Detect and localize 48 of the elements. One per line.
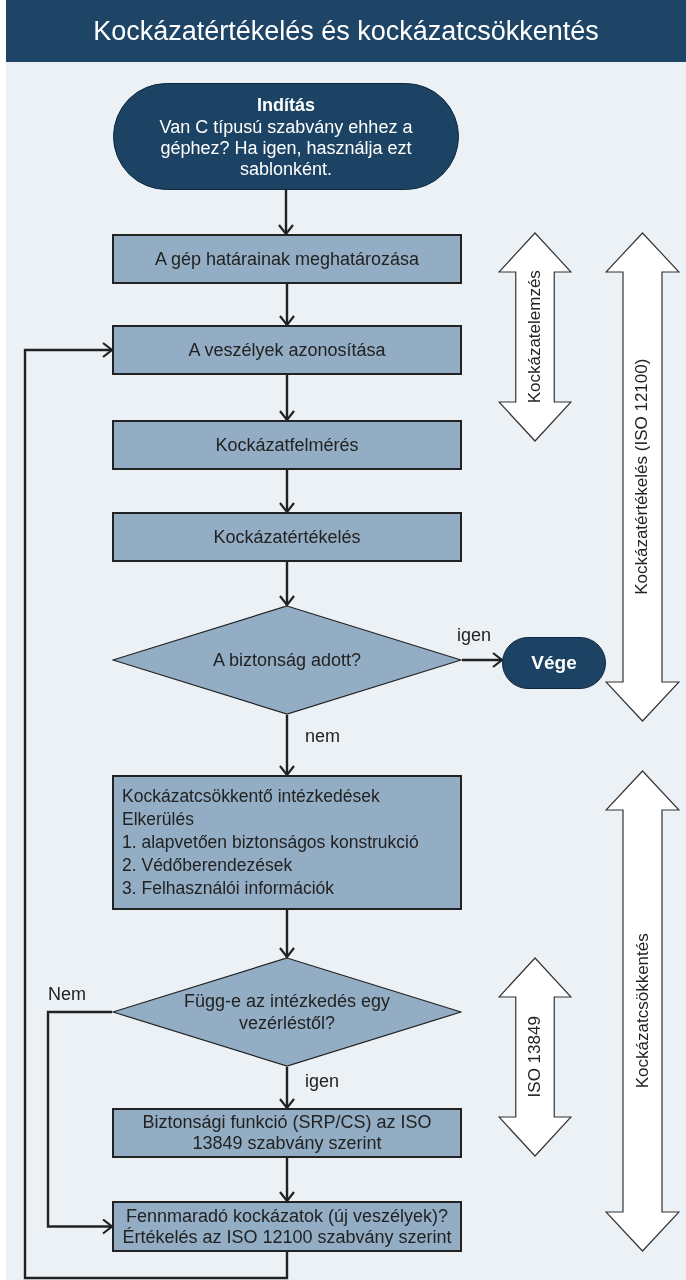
box-text: 3. Felhasználói információk <box>122 877 335 900</box>
box-text: Fennmaradó kockázatok (új veszélyek)? <box>125 1205 449 1227</box>
process-box <box>112 775 462 910</box>
arrow <box>277 190 295 236</box>
end-terminal <box>502 637 606 689</box>
process-box <box>112 420 462 470</box>
box-text: Értékelés az ISO 12100 szabvány szerint <box>122 1226 452 1248</box>
box-text: Biztonsági funkció (SRP/CS) az ISO 13849 szabvány szerint <box>141 1112 433 1154</box>
double-arrow-band <box>605 232 680 722</box>
box-text: Kockázatértékelés <box>213 526 361 548</box>
arrow <box>46 1010 114 1235</box>
process-box <box>112 1108 462 1158</box>
double-arrow-band <box>498 957 572 1157</box>
box-text: Kockázatfelmérés <box>215 434 359 456</box>
box-text: A veszélyek azonosítása <box>188 339 386 361</box>
double-arrow-band <box>498 232 572 442</box>
arrow <box>278 910 296 959</box>
arrow <box>278 1067 296 1110</box>
process-box <box>112 1201 462 1252</box>
edge-label: Nem <box>46 985 88 1003</box>
arrow <box>278 470 296 514</box>
process-box <box>112 512 462 562</box>
end-label: Vége <box>531 650 577 675</box>
box-text: Elkerülés <box>122 808 194 831</box>
box-text: 2. Védőberendezések <box>122 854 293 877</box>
arrow <box>278 715 296 777</box>
process-box <box>112 325 462 375</box>
vertical-label: ISO 13849 <box>524 1016 546 1098</box>
box-text: Kockázatcsökkentő intézkedések <box>122 785 380 808</box>
arrow <box>278 1158 296 1203</box>
start-text: Van C típusú szabvány ehhez a géphez? Ha igen, használja ezt sablonként. <box>158 117 414 180</box>
double-arrow-band <box>605 770 680 1252</box>
arrow <box>462 651 504 669</box>
title: Kockázatértékelés és kockázatcsökkentés <box>93 14 599 48</box>
process-box <box>112 234 462 284</box>
arrow <box>278 562 296 607</box>
decision-diamond <box>112 957 462 1067</box>
vertical-label: Kockázatelemzés <box>524 270 546 404</box>
box-text: 1. alapvetően biztonságos konstrukció <box>122 831 419 854</box>
decision-text: A biztonság adott? <box>211 649 363 671</box>
arrow <box>23 341 289 1280</box>
arrow <box>278 375 296 422</box>
decision-text: Függ-e az intézkedés egy vezérléstől? <box>182 990 392 1034</box>
start-heading: Indítás <box>257 94 315 117</box>
vertical-label: Kockázatértékelés (ISO 12100) <box>631 358 653 596</box>
box-text: A gép határainak meghatározása <box>154 248 420 270</box>
arrow <box>278 284 296 327</box>
vertical-label: Kockázatcsökkentés <box>631 933 653 1089</box>
